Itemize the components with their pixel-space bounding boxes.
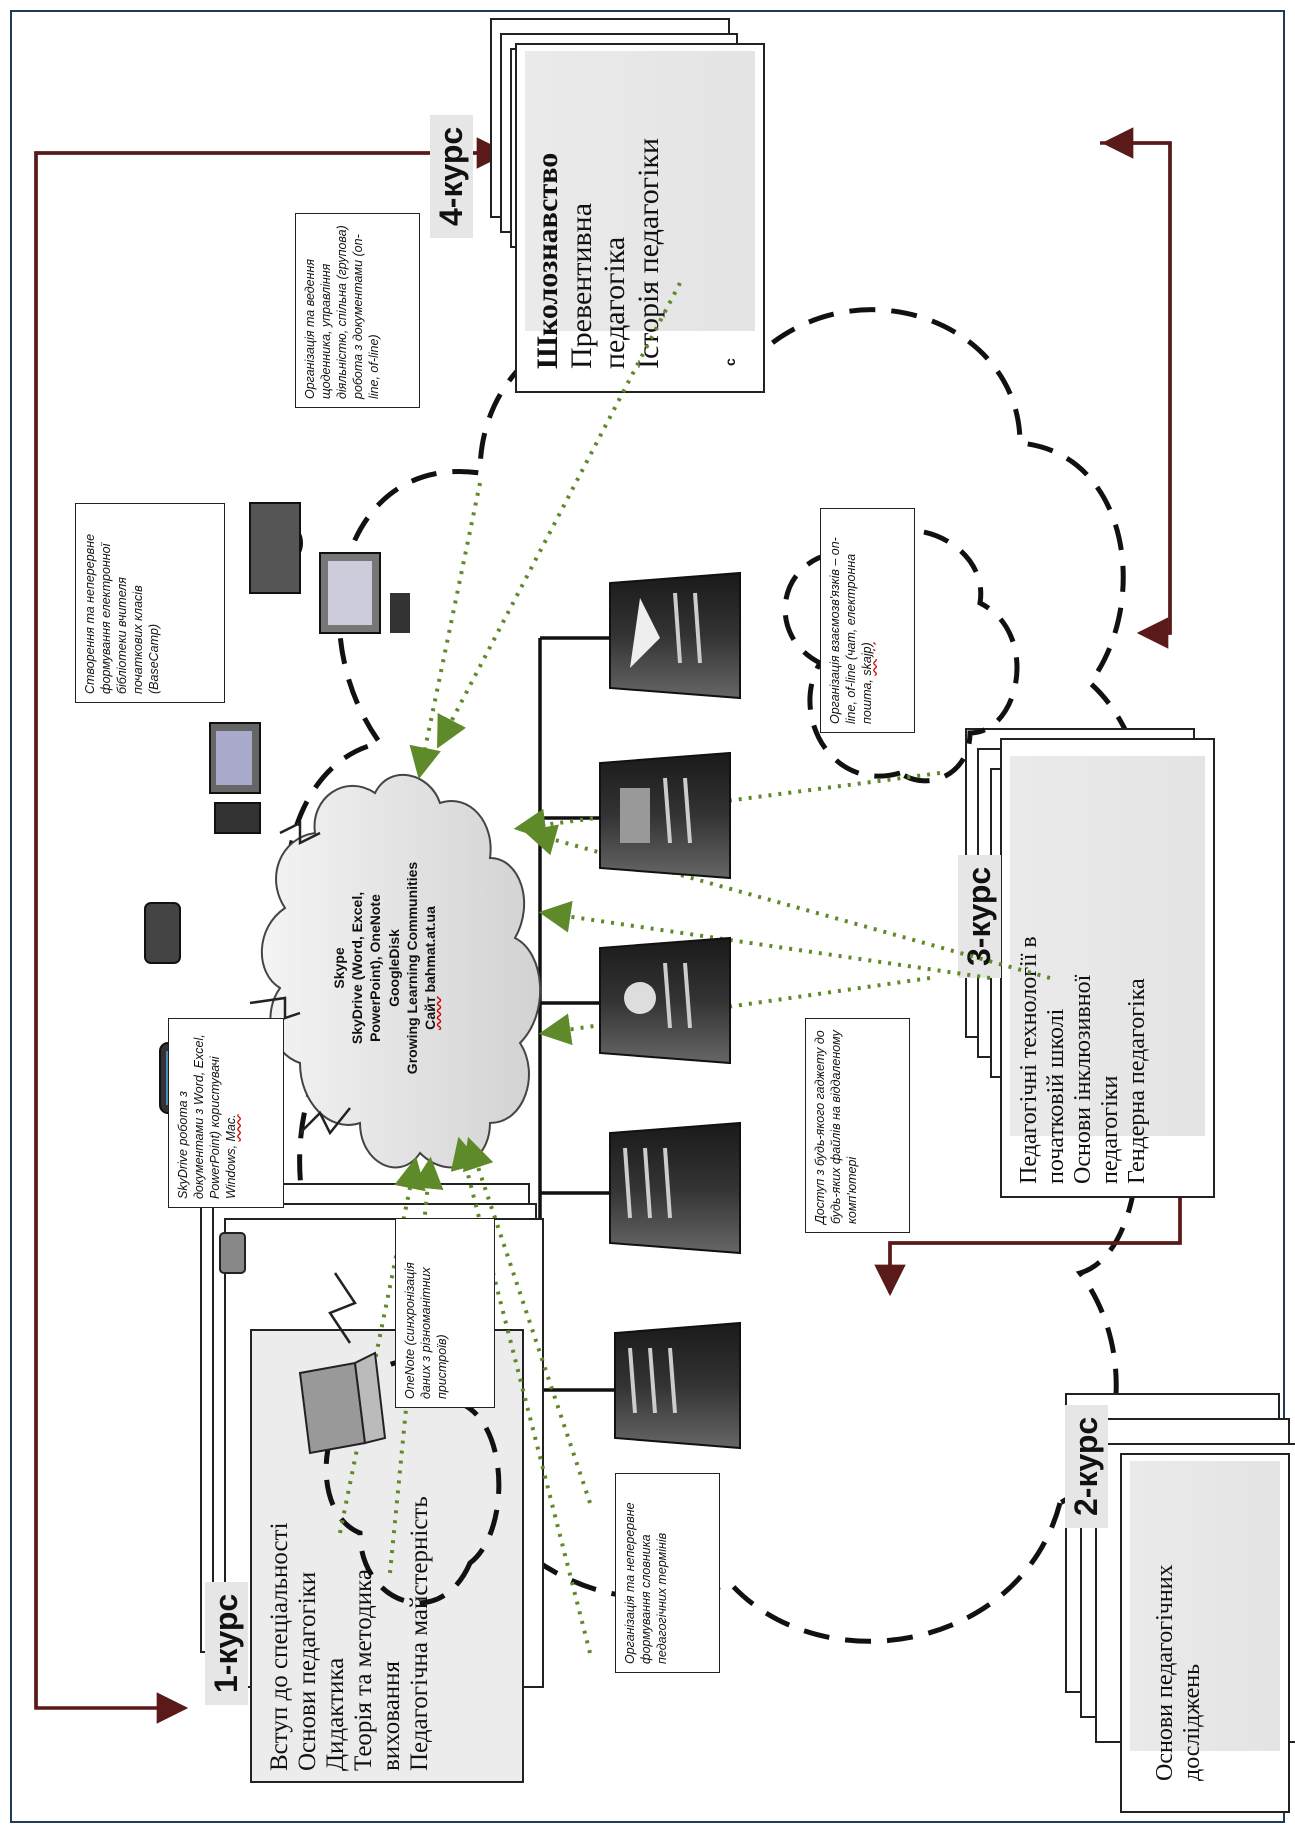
arrow-course4-course1 [34, 151, 505, 1724]
note-access: Доступ з будь-якого гаджету до будь-яких… [805, 1018, 910, 1233]
dashed-inner-cloud [782, 527, 1020, 784]
server-icon [609, 1121, 741, 1255]
site-url: bahmat.at.ua [421, 906, 438, 993]
workstation-icon [249, 502, 410, 634]
note-portfolio: Створення та неперервне формування елект… [75, 503, 225, 703]
note-journal: Організація та ведення щоденника, управл… [295, 213, 420, 408]
dashed-inner-cloud [323, 1359, 502, 1606]
server-icon [609, 571, 741, 700]
note-communication: Організація взаємозв'язків – on-line, of… [820, 508, 915, 733]
tablet-icon [219, 1232, 246, 1274]
note-glossary: Організація та неперервне формування сло… [615, 1473, 720, 1673]
server-icon [599, 936, 731, 1065]
central-cloud-text: Skype SkyDrive (Word, Excel, PowerPoint)… [330, 793, 439, 1143]
dashed-outer-cloud [283, 307, 1153, 1644]
cloud-line: Skype [331, 947, 347, 989]
cloud-site-line: Сайт bahmat.at.ua [421, 793, 439, 1143]
cloud-line: PowerPoint), OneNote [367, 894, 384, 1042]
cloud-line: GoogleDisk [385, 929, 402, 1007]
laptop-icon [298, 1351, 387, 1455]
note-onenote: OneNote (синхронізація даних з різномані… [395, 1218, 495, 1408]
site-prefix: Сайт [421, 996, 438, 1030]
server-icon [599, 751, 731, 880]
arrow-course3-course4 [1101, 127, 1172, 635]
note-flag: Mac. [224, 1114, 238, 1142]
cloud-line: Growing Learning Communities [403, 861, 420, 1075]
lightning-bolt-icon [249, 820, 357, 1344]
note-flag: skajp) [860, 642, 874, 676]
note-skydrive: SkyDrive робота з документами з Word, Ex… [168, 1018, 284, 1208]
desktop-computer-icon [209, 722, 261, 834]
cloud-line: SkyDrive (Word, Excel, [349, 891, 366, 1045]
server-icon [614, 1321, 741, 1450]
central-cloud [260, 774, 541, 1169]
